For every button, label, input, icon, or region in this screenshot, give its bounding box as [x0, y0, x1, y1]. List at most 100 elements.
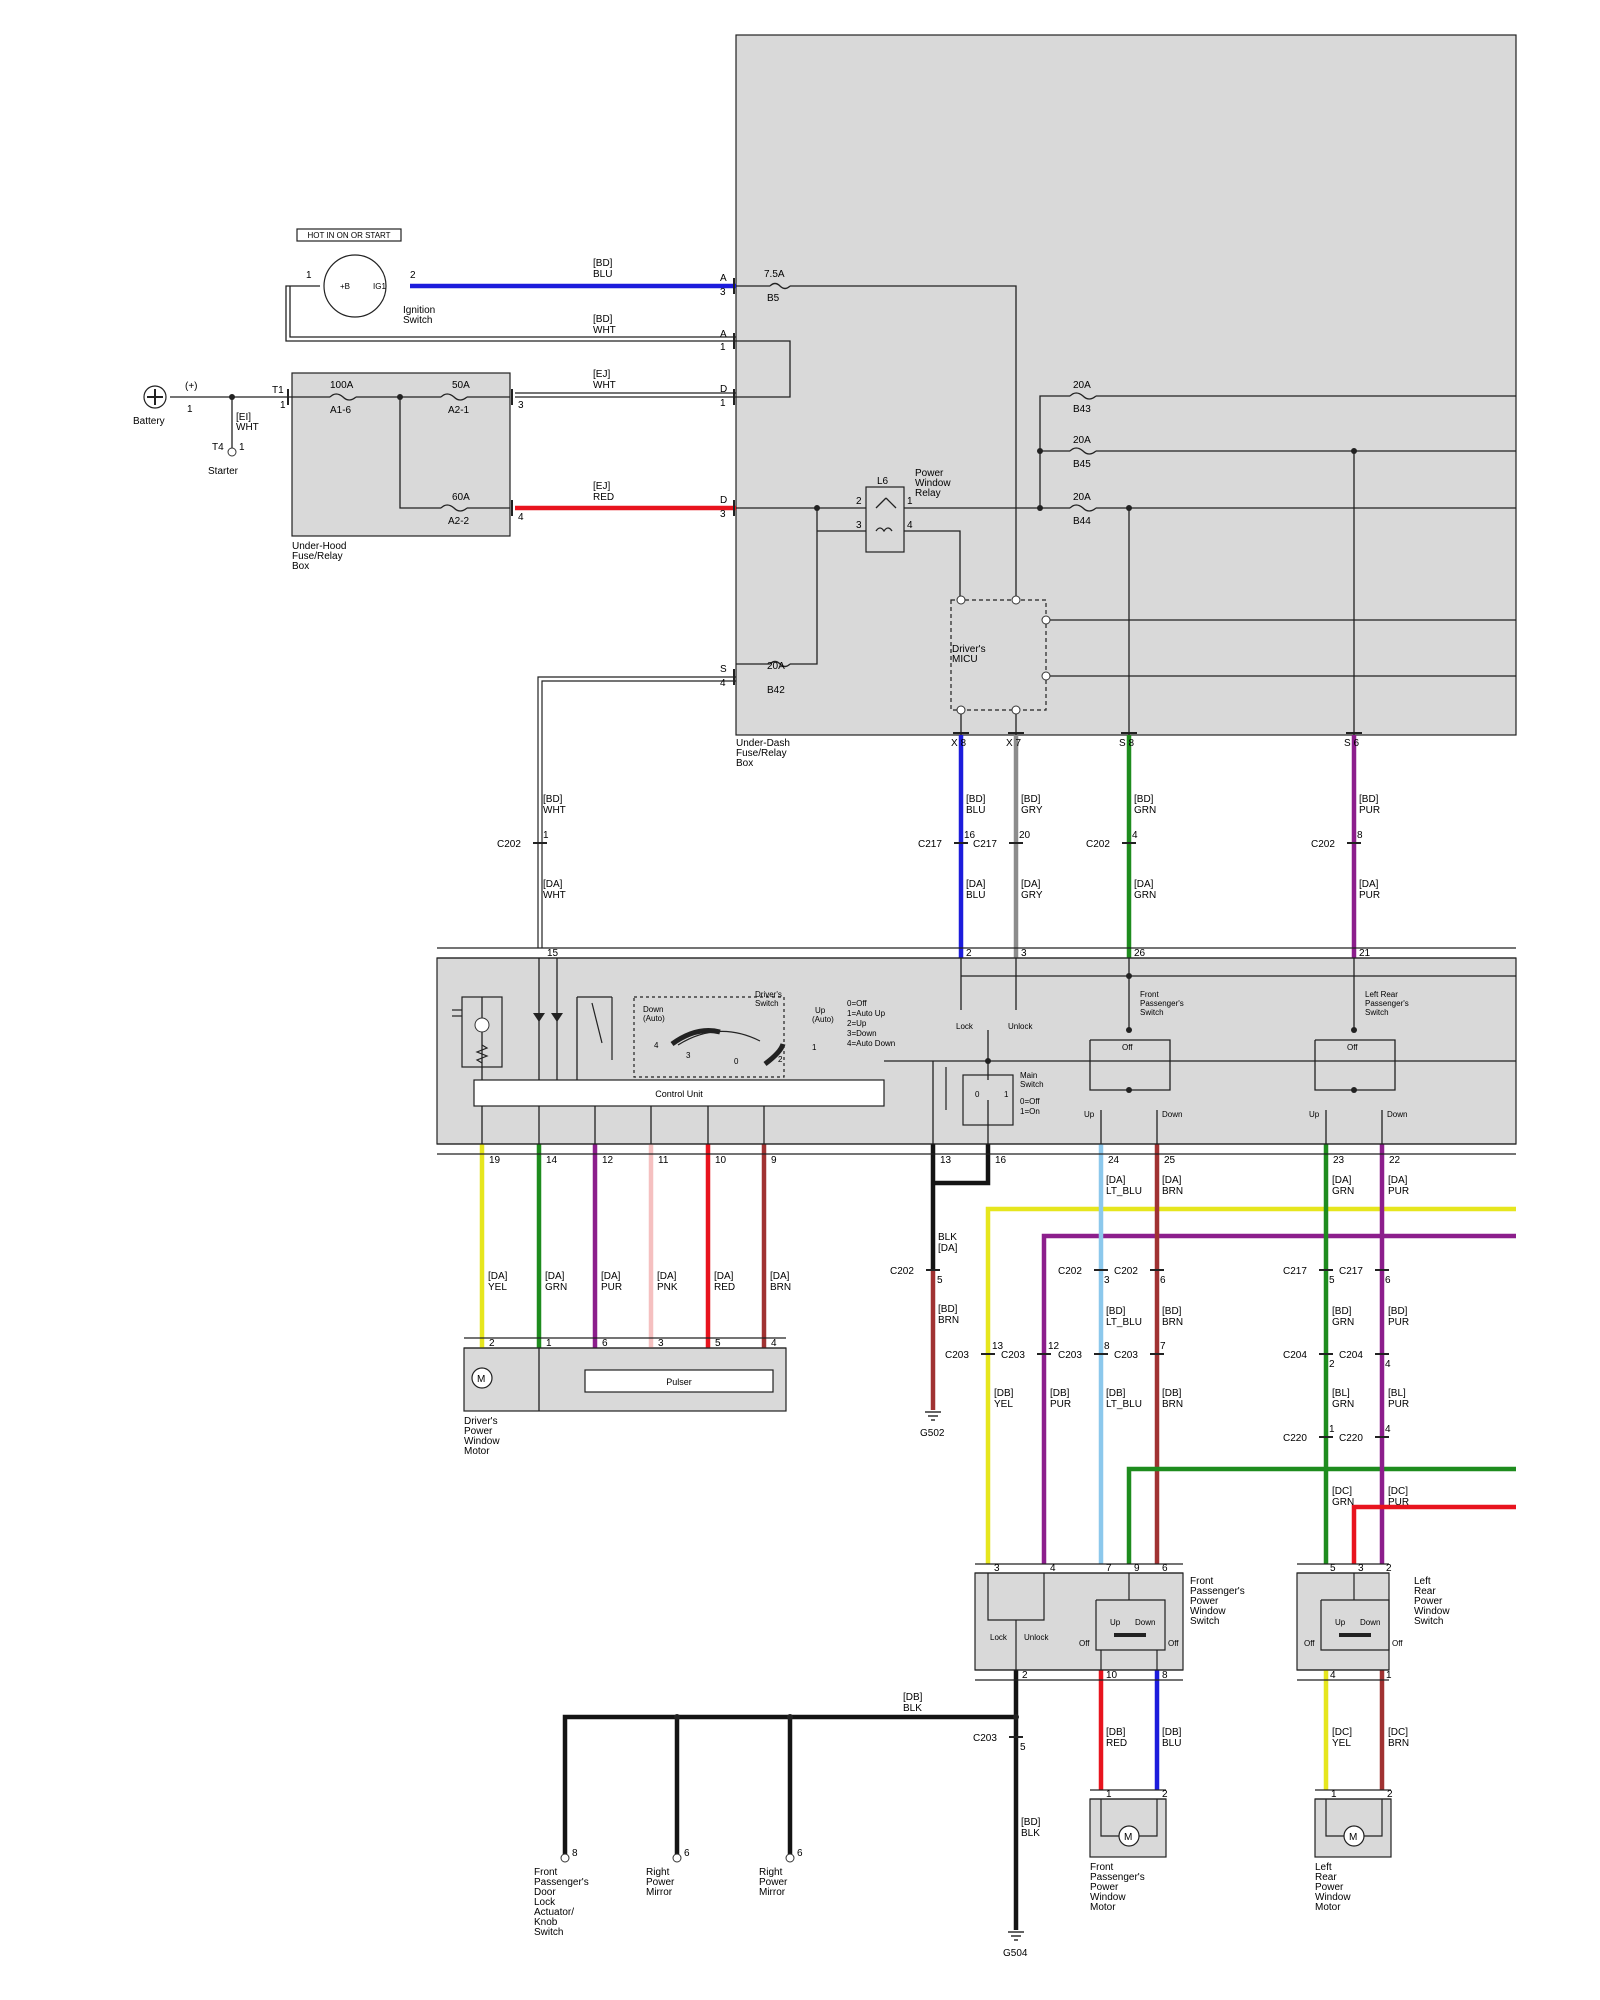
lr-bl-pur-color: PUR: [1388, 1399, 1409, 1410]
db-yel-color: YEL: [994, 1399, 1013, 1410]
fuse-b44-rating: 20A: [1073, 492, 1091, 503]
fp-motor-label-1: Front: [1090, 1862, 1114, 1873]
m-pur-code: [DA]: [601, 1271, 621, 1282]
ign-pin-1: 1: [306, 270, 312, 281]
fp-motor-label-3: Power: [1090, 1882, 1119, 1893]
lr-pw-switch-label-1: Left: [1414, 1576, 1431, 1587]
hot-in-on-badge: [296, 228, 402, 242]
battery-pin: 1: [187, 404, 193, 415]
c217-pin-5: 5: [1329, 1275, 1335, 1286]
fp-switch-label-2: Passenger's: [1140, 999, 1184, 1008]
fp-sw-off-r: Off: [1168, 1639, 1179, 1648]
ign-pin-b: +B: [340, 282, 350, 291]
pin-s4-num: 4: [720, 678, 726, 689]
ign-blu-color: BLU: [593, 269, 612, 280]
bd-blk-color: BLK: [1021, 1828, 1040, 1839]
ign-wht-color: WHT: [593, 325, 616, 336]
fp-motor-m: M: [1124, 1832, 1132, 1843]
c202-pin-4: 4: [1132, 830, 1138, 841]
ignition-switch-label-2: Switch: [403, 315, 432, 326]
pin-x7: X 7: [1006, 738, 1021, 749]
lr-motor-m: M: [1349, 1832, 1357, 1843]
lr-sw-off-r: Off: [1392, 1639, 1403, 1648]
pin-a1-num: 1: [720, 342, 726, 353]
act-pin-8: 8: [572, 1848, 578, 1859]
actuator-label-4: Lock: [534, 1897, 556, 1908]
c203-label-c: C203: [1058, 1350, 1082, 1361]
ds-pin-12: 12: [602, 1155, 614, 1166]
starter-wire-code: [EI]: [236, 412, 251, 423]
fp-sw-off-l: Off: [1079, 1639, 1090, 1648]
pin-s4-letter: S: [720, 664, 727, 675]
main-switch-label-1: Main: [1020, 1071, 1037, 1080]
m-grn-color: GRN: [545, 1282, 567, 1293]
battery-plus: (+): [185, 381, 198, 392]
pin-d3-letter: D: [720, 495, 727, 506]
c217-pin-20: 20: [1019, 830, 1031, 841]
ground-icon-g504: [1008, 1931, 1024, 1941]
bd-grn-color: GRN: [1134, 805, 1156, 816]
fp-switch-label-1: Front: [1140, 990, 1159, 999]
c220-pin-4: 4: [1385, 1424, 1391, 1435]
fuse-100a-rating: 100A: [330, 380, 354, 391]
c217-pin-16: 16: [964, 830, 976, 841]
hot-in-on-text: HOT IN ON OR START: [307, 231, 390, 240]
control-unit-label: Control Unit: [655, 1089, 703, 1099]
underhood-fuse-relay-box: [291, 372, 511, 537]
sw-pos-0: 0: [734, 1057, 739, 1066]
relay-pin-2: 2: [856, 496, 862, 507]
da-gry-code: [DA]: [1021, 879, 1041, 890]
fp-motor-label-5: Motor: [1090, 1902, 1116, 1913]
mirror2-label-3: Mirror: [759, 1887, 786, 1898]
lr-switch-label-2: Passenger's: [1365, 999, 1409, 1008]
bd-blk-code: [BD]: [1021, 1817, 1041, 1828]
lr-motor-label-1: Left: [1315, 1862, 1332, 1873]
dc-brn-color: BRN: [1388, 1738, 1409, 1749]
fp-down: Down: [1162, 1110, 1182, 1119]
da-grn-code: [DA]: [1134, 879, 1154, 890]
drivers-window-master-switch: [436, 957, 1517, 1145]
sw-pos-1: 1: [812, 1043, 817, 1052]
fp-sw-pin-8: 8: [1162, 1670, 1168, 1681]
fp-up: Up: [1084, 1110, 1095, 1119]
lrm-pin-2: 2: [1387, 1789, 1393, 1800]
resistor-icon: [475, 1044, 489, 1064]
db-pur-color: PUR: [1050, 1399, 1071, 1410]
lamp-icon: [474, 1017, 490, 1033]
fuse-b44-id: B44: [1073, 516, 1091, 527]
mot-pin-2: 2: [489, 1338, 495, 1349]
pin-d3-num: 3: [720, 509, 726, 520]
ds-pin-22: 22: [1389, 1155, 1401, 1166]
diode-icon-2: [551, 1013, 563, 1022]
lr-bd-grn-code: [BD]: [1332, 1306, 1352, 1317]
ej-red-color: RED: [593, 492, 614, 503]
da-blu-color: BLU: [966, 890, 985, 901]
fp-pw-switch-label-3: Power: [1190, 1596, 1219, 1607]
c202-label-e: C202: [1058, 1266, 1082, 1277]
actuator-label-2: Passenger's: [534, 1877, 589, 1888]
lr-da-pur-code: [DA]: [1388, 1175, 1408, 1186]
down-auto-2: (Auto): [643, 1014, 665, 1023]
relay-label-3: Relay: [915, 488, 941, 499]
bd-blu-code: [BD]: [966, 794, 986, 805]
ds-pin-23: 23: [1333, 1155, 1345, 1166]
lr-pw-switch-label-3: Power: [1414, 1596, 1443, 1607]
underdash-label-1: Under-Dash: [736, 738, 790, 749]
bd-pur-color: PUR: [1359, 805, 1380, 816]
underhood-label-3: Box: [292, 561, 309, 572]
mir2-pin-6: 6: [797, 1848, 803, 1859]
mir1-pin-6: 6: [684, 1848, 690, 1859]
fuse-50a-id: A2-1: [448, 405, 470, 416]
underhood-label-2: Fuse/Relay: [292, 551, 343, 562]
ds-pin-9: 9: [771, 1155, 777, 1166]
c203-label-a: C203: [945, 1350, 969, 1361]
lr-sw-pin-5: 5: [1330, 1563, 1336, 1574]
fpm-pin-2: 2: [1162, 1789, 1168, 1800]
diode-icon-1: [533, 1013, 545, 1022]
c203-label-b: C203: [1001, 1350, 1025, 1361]
main-switch-legend-1: 1=On: [1020, 1107, 1040, 1116]
underdash-fuse-relay-box: [735, 34, 1517, 736]
up-auto-1: Up: [815, 1006, 826, 1015]
bd-wht-color: WHT: [543, 805, 566, 816]
main-switch-pos-0: 0: [975, 1090, 980, 1099]
